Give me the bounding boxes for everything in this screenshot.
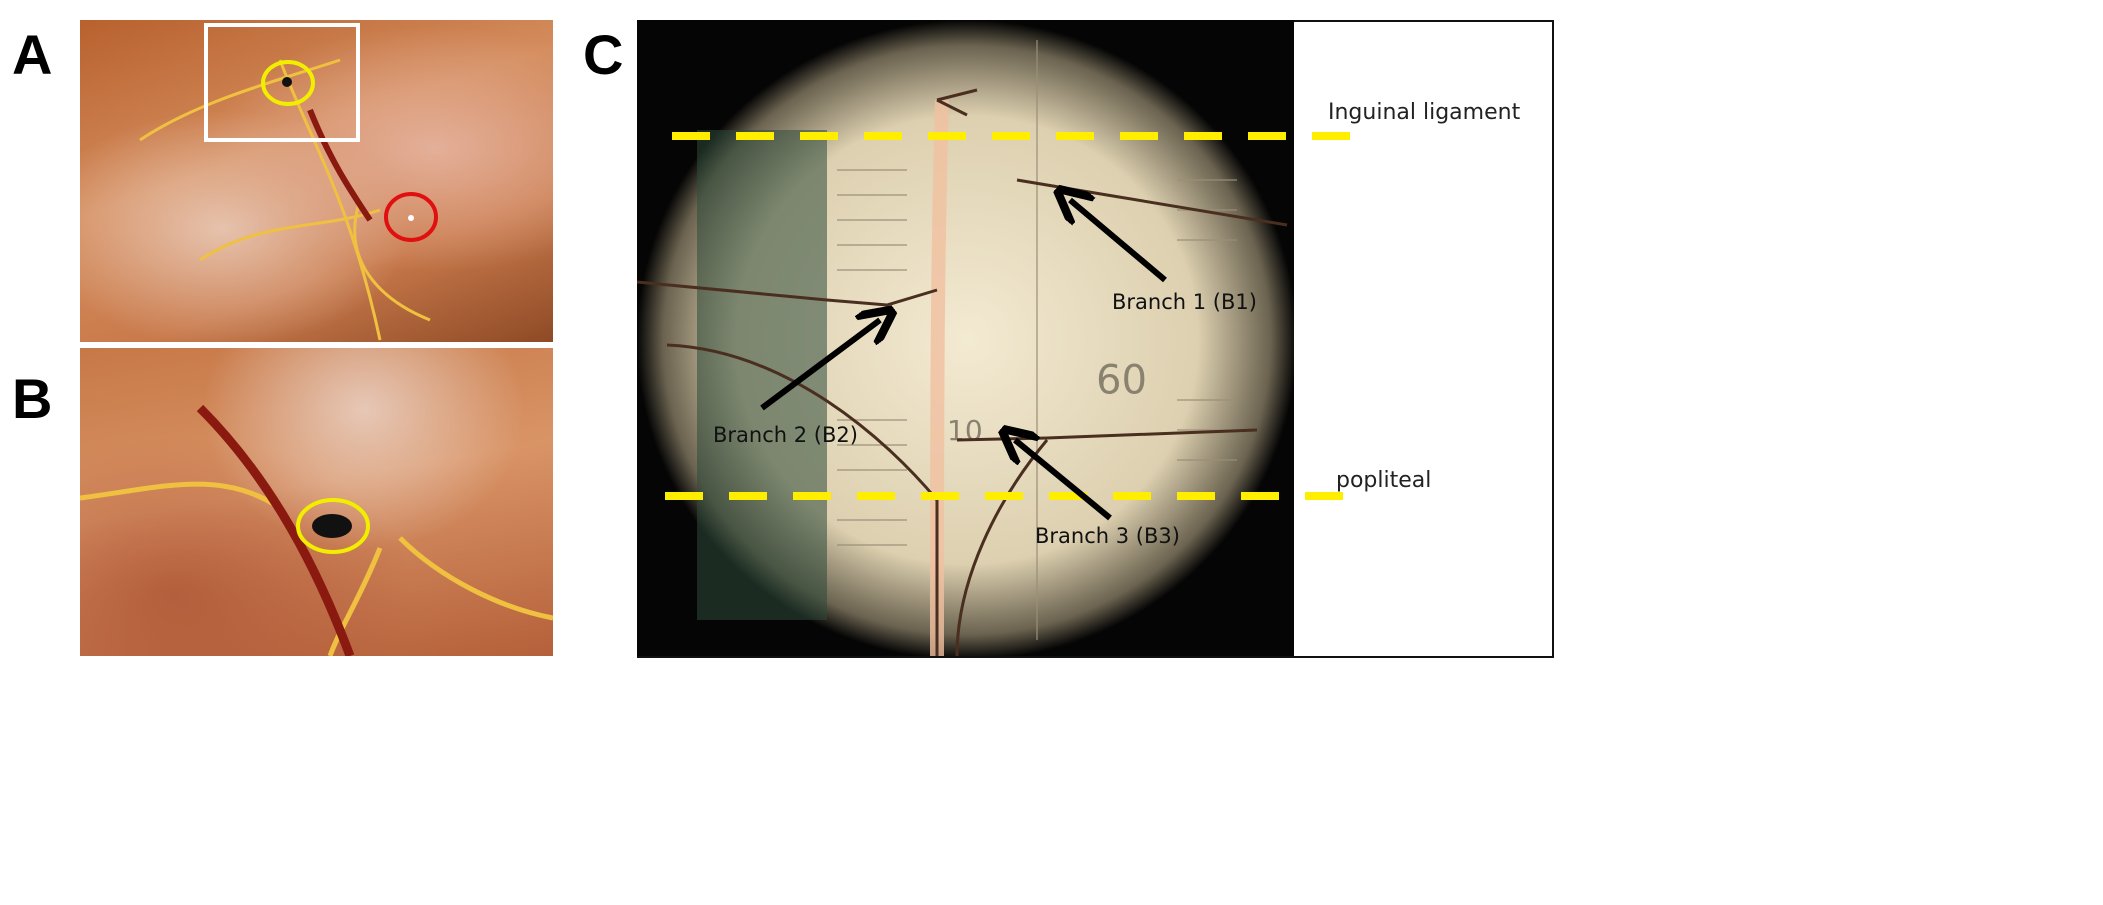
panel-b-overlay [80,404,553,656]
ruler-ticks [837,40,1237,640]
green-background [697,130,827,620]
panel-label-b: B [12,367,53,430]
photo-panel-a [80,20,553,342]
vessel-lines [80,481,553,656]
label-branch-1: Branch 1 (B1) [1112,290,1257,314]
vessel-lines [139,58,431,341]
label-branch-3: Branch 3 (B3) [1035,524,1180,548]
label-branch-2: Branch 2 (B2) [713,423,858,447]
injection-spot [312,514,352,538]
panel-label-c: C [583,23,624,86]
needle-point [408,215,414,221]
label-inguinal-ligament: Inguinal ligament [1328,100,1521,125]
red-circle-marker [384,192,438,242]
yellow-circle-marker [261,60,315,106]
panel-label-a: A [12,23,53,86]
label-popliteal: popliteal [1336,468,1432,493]
artery-line [196,404,355,656]
injection-dot [282,77,292,87]
ruler-number-2: 10 [947,414,983,447]
panel-a-overlay [139,23,438,341]
artery-line [307,108,373,222]
zoom-region-box [204,23,360,142]
photo-panel-c: 09 10 [637,20,1294,656]
yellow-circle-marker [296,498,370,554]
panel-c-photo: 09 10 [637,20,1294,656]
photo-panel-b [80,348,553,656]
ruler-number: 09 [1096,354,1147,400]
